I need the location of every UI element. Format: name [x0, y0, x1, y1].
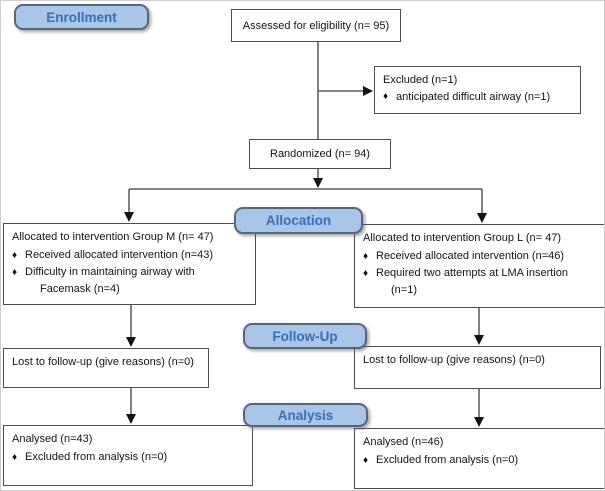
group-l-bullet-1: ♦ Received allocated intervention (n=46) [363, 248, 596, 265]
excluded-title: Excluded (n=1) [383, 74, 458, 86]
phase-label-analysis: Analysis [243, 403, 368, 427]
randomized-box: Randomized (n= 94) [249, 139, 391, 169]
bullet-icon: ♦ [383, 91, 389, 102]
analysis-m-box: Analysed (n=43) ♦ Excluded from analysis… [3, 425, 253, 486]
analysis-l-title: Analysed (n=46) [363, 436, 444, 448]
bullet-icon: ♦ [12, 452, 18, 463]
group-l-bullet-2-continuation: (n=1) [391, 284, 417, 296]
bullet-icon: ♦ [363, 251, 369, 262]
group-l-title: Allocated to intervention Group L (n= 47… [363, 232, 562, 244]
bullet-icon: ♦ [363, 268, 369, 279]
phase-label-followup: Follow-Up [243, 323, 367, 349]
bullet-icon: ♦ [12, 250, 18, 261]
excluded-bullet-text: anticipated difficult airway (n=1) [396, 91, 551, 103]
group-l-allocation-box: Allocated to intervention Group L (n= 47… [354, 224, 604, 308]
group-m-bullet-1: ♦ Received allocated intervention (n=43) [12, 247, 247, 264]
analysis-l-bullet-text: Excluded from analysis (n=0) [376, 454, 519, 466]
analysis-m-bullet-text: Excluded from analysis (n=0) [25, 451, 168, 463]
group-l-bullet-1-text: Received allocated intervention (n=46) [376, 250, 565, 262]
group-m-allocation-box: Allocated to intervention Group M (n= 47… [3, 223, 256, 305]
excluded-bullet: ♦ anticipated difficult airway (n=1) [383, 89, 572, 105]
group-m-bullet-1-text: Received allocated intervention (n=43) [25, 249, 214, 261]
group-l-bullet-2: ♦ Required two attempts at LMA insertion [363, 265, 596, 282]
group-m-bullet-2-continuation: Facemask (n=4) [40, 283, 120, 295]
followup-l-box: Lost to follow-up (give reasons) (n=0) [354, 346, 601, 389]
excluded-box: Excluded (n=1) ♦ anticipated difficult a… [374, 66, 581, 114]
analysis-l-box: Analysed (n=46) ♦ Excluded from analysis… [354, 428, 604, 489]
phase-label-allocation: Allocation [234, 207, 363, 234]
analysis-m-title: Analysed (n=43) [12, 433, 93, 445]
analysis-m-bullet: ♦ Excluded from analysis (n=0) [12, 449, 244, 466]
group-m-title: Allocated to intervention Group M (n= 47… [12, 231, 214, 243]
followup-m-box: Lost to follow-up (give reasons) (n=0) [3, 348, 209, 388]
group-l-bullet-2-text: Required two attempts at LMA insertion [376, 267, 568, 279]
group-m-bullet-2: ♦ Difficulty in maintaining airway with [12, 264, 247, 281]
arrowheads [124, 86, 487, 427]
eligibility-box: Assessed for eligibility (n= 95) [231, 9, 401, 42]
bullet-icon: ♦ [363, 455, 369, 466]
analysis-l-bullet: ♦ Excluded from analysis (n=0) [363, 452, 601, 469]
group-m-bullet-2-text: Difficulty in maintaining airway with [25, 266, 195, 278]
phase-label-enrollment: Enrollment [14, 4, 149, 30]
bullet-icon: ♦ [12, 267, 18, 278]
